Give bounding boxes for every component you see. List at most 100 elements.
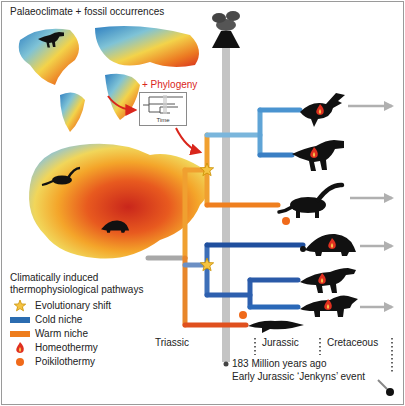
panel-heading: Palaeoclimate + fossil occurrences xyxy=(10,6,164,18)
legend-title: Climatically induced thermophysiological… xyxy=(10,272,175,296)
branch xyxy=(183,258,188,325)
legend-text: Warm niche xyxy=(35,328,88,340)
branch xyxy=(205,245,210,295)
flow-arrow xyxy=(108,96,135,110)
flame-icon xyxy=(328,238,336,249)
period-boundary xyxy=(391,338,393,372)
legend-item: Warm niche xyxy=(10,328,88,340)
flame-icon xyxy=(318,273,326,284)
event-date: 183 Million years ago xyxy=(232,358,327,370)
flame-icon xyxy=(328,238,336,249)
continent xyxy=(60,92,85,132)
flame-icon xyxy=(321,278,323,283)
legend-item: Poikilothermy xyxy=(10,356,95,368)
legend-symbol xyxy=(14,300,25,311)
meteor-trail xyxy=(378,380,387,389)
branch xyxy=(207,243,303,248)
continuation-arrow xyxy=(360,306,392,309)
method-label: + Phylogeny xyxy=(140,79,199,91)
inset-time-band xyxy=(163,95,167,114)
sauropod-silhouette xyxy=(296,209,300,218)
branch xyxy=(250,305,298,310)
poikilothermy-dot xyxy=(239,311,247,319)
branch xyxy=(185,323,246,328)
volcano-plume xyxy=(212,13,226,23)
period-boundary xyxy=(254,338,256,355)
sauropod-silhouette xyxy=(318,185,342,200)
flame-icon xyxy=(318,273,326,284)
phylogeny-inset xyxy=(139,92,187,126)
theropod-silhouette xyxy=(38,32,64,48)
flame-icon xyxy=(310,147,318,158)
legend-symbol xyxy=(10,300,30,312)
legend-item: Evolutionary shift xyxy=(10,300,111,312)
event-name: Early Jurassic ‘Jenkyns’ event xyxy=(232,371,365,383)
shift-star xyxy=(200,163,213,176)
phylogeny-inset-box: Time xyxy=(139,92,187,126)
dot-symbol xyxy=(16,358,24,366)
sauropod-silhouette xyxy=(42,181,53,185)
star-symbol xyxy=(14,300,25,311)
legend-swatch xyxy=(10,317,30,323)
poikilothermy-dot xyxy=(282,217,290,225)
sauropod-silhouette xyxy=(279,207,292,212)
flame-icon xyxy=(313,152,315,157)
period-label: Triassic xyxy=(155,337,189,349)
flame-icon xyxy=(316,104,324,115)
flame-icon xyxy=(331,243,333,248)
continent xyxy=(95,26,199,67)
legend-symbol xyxy=(16,342,24,353)
event-marker xyxy=(224,362,229,367)
flame-icon xyxy=(319,109,321,114)
legend-swatch xyxy=(10,331,30,337)
legend-symbol xyxy=(10,356,30,368)
flame-icon xyxy=(324,299,332,310)
legend-text: Poikilothermy xyxy=(35,356,95,368)
period-boundary xyxy=(319,338,321,355)
branch xyxy=(148,256,185,261)
axis-label: Time xyxy=(156,117,169,125)
branch xyxy=(207,133,260,138)
ankylosaur-silhouette xyxy=(101,221,129,233)
branch xyxy=(260,108,300,113)
flame-symbol xyxy=(19,347,21,352)
branch xyxy=(250,278,298,283)
flame-symbol xyxy=(16,342,24,353)
legend-symbol xyxy=(16,358,24,366)
flame-icon xyxy=(316,104,324,115)
ankylosaur-silhouette xyxy=(300,246,306,252)
sauropod-silhouette xyxy=(315,209,319,218)
period-label: Cretaceous xyxy=(327,337,378,349)
branch xyxy=(258,110,263,155)
hadrosaur-silhouette xyxy=(300,268,356,293)
volcano xyxy=(212,31,240,48)
sauropod-silhouette xyxy=(68,168,80,178)
flame-icon xyxy=(324,299,332,310)
continent xyxy=(19,29,79,85)
branch xyxy=(207,293,250,298)
legend-text: Evolutionary shift xyxy=(35,300,111,312)
meteor xyxy=(386,388,394,396)
ankylosaur-silhouette xyxy=(305,234,356,256)
continuation-arrow xyxy=(350,197,392,200)
lizard-silhouette xyxy=(248,321,304,333)
branch xyxy=(207,203,278,208)
continuation-arrow xyxy=(348,105,392,108)
legend-text: Cold niche xyxy=(35,314,82,326)
branch xyxy=(183,170,188,258)
branch xyxy=(248,280,253,307)
legend-item: Cold niche xyxy=(10,314,82,326)
volcano-plume xyxy=(226,11,240,21)
theropod-silhouette xyxy=(292,140,344,171)
continent xyxy=(105,74,140,120)
branch xyxy=(260,153,292,158)
continuation-arrow xyxy=(360,245,392,248)
legend-symbol xyxy=(10,342,30,354)
ceratopsian-silhouette xyxy=(300,296,358,318)
period-label: Jurassic xyxy=(262,337,299,349)
legend-item: Homeothermy xyxy=(10,342,98,354)
pangaea-map xyxy=(29,144,209,259)
shift-star xyxy=(200,258,213,271)
